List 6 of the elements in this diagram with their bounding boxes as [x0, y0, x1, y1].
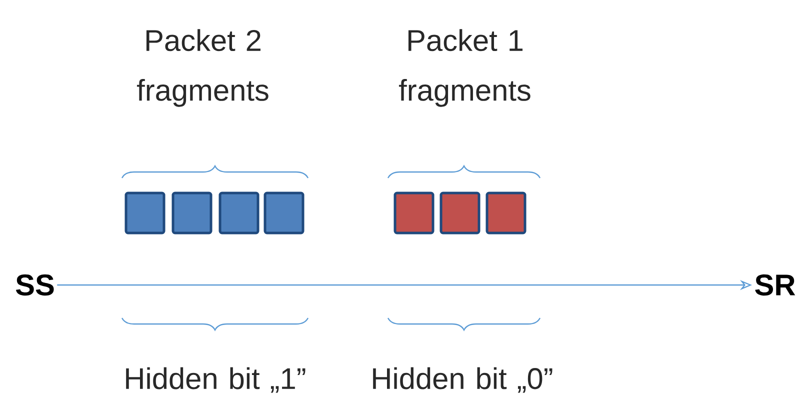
group-label: Packet 1 fragments	[398, 29, 530, 107]
group-label: Hidden bit „0”	[373, 367, 552, 393]
endpoint-label: SS	[16, 274, 54, 296]
endpoint-label: SR	[755, 274, 796, 296]
group-label: Hidden bit „1”	[126, 367, 306, 393]
group-label: Packet 2 fragments	[136, 29, 268, 107]
